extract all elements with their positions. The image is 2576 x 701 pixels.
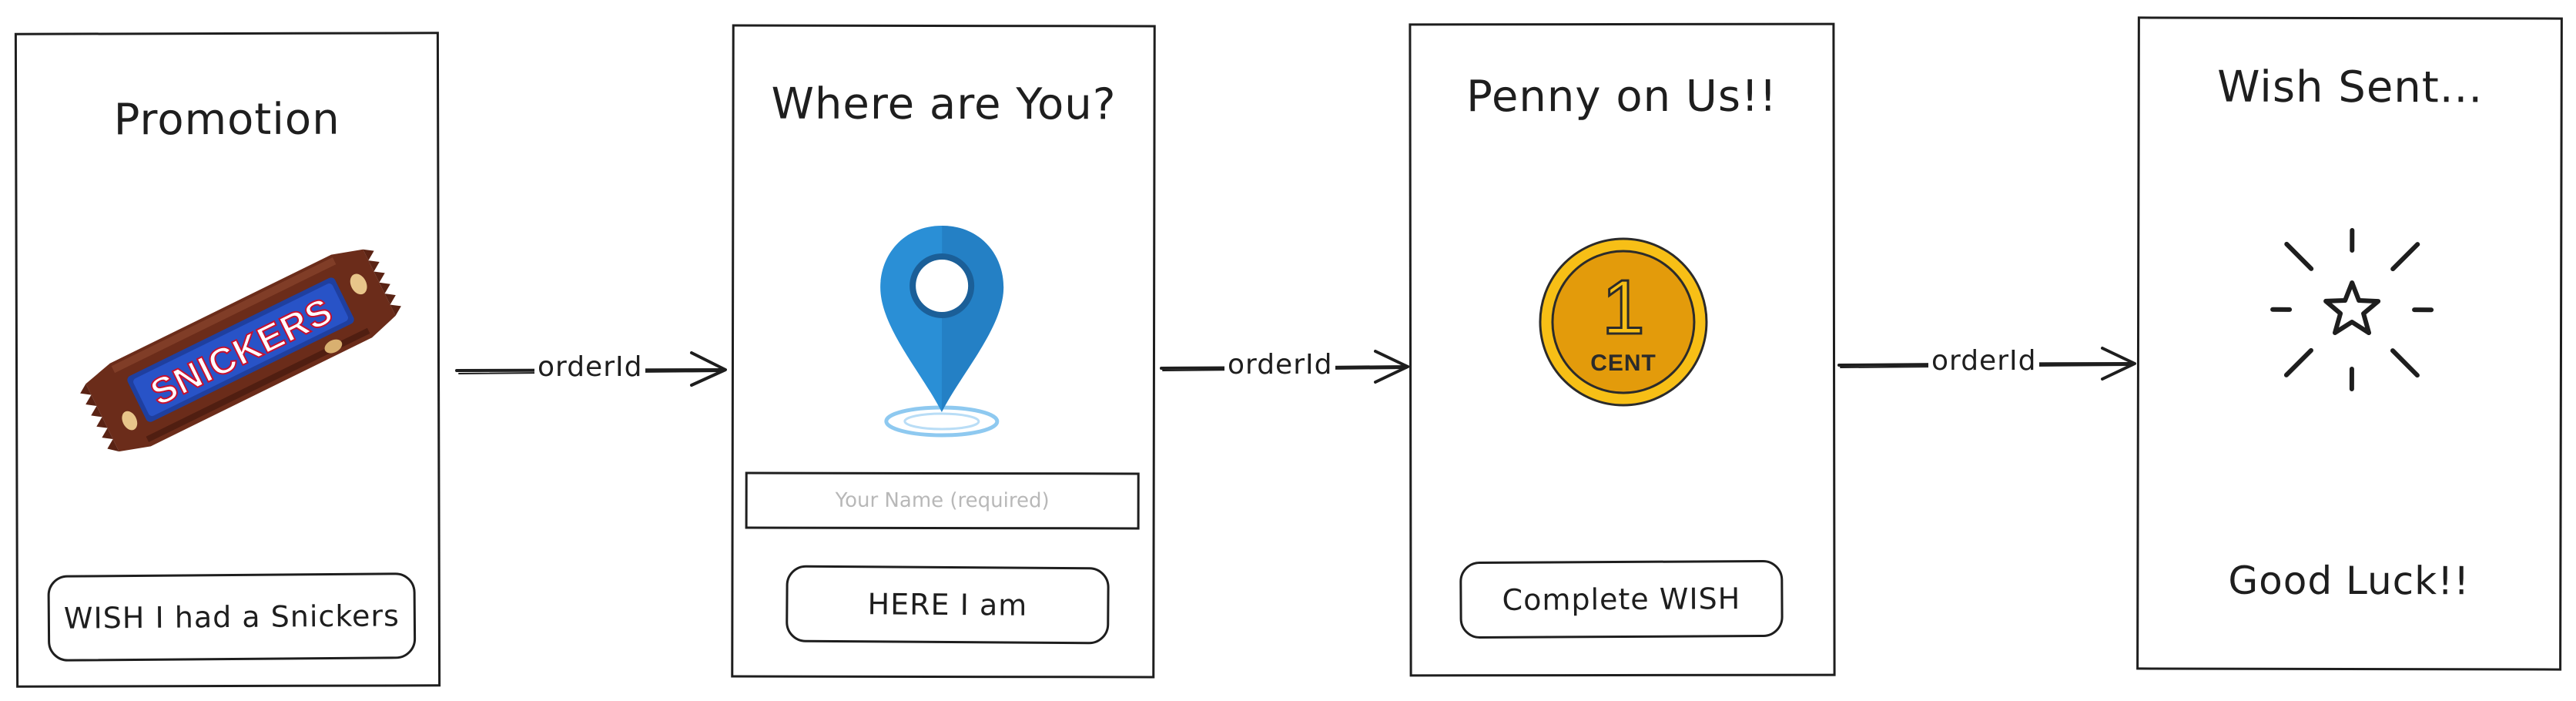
one-cent-coin-image: 1 CENT	[1539, 237, 1708, 407]
complete-wish-button[interactable]: Complete WISH	[1459, 559, 1784, 639]
frame-penny-on-us: Penny on Us!! 1 CENT Complete WISH	[1409, 22, 1836, 677]
frame-title: Promotion	[113, 94, 340, 146]
snickers-bar-image: SNICKERS	[80, 249, 401, 452]
frame-title: Wish Sent...	[2217, 62, 2484, 113]
location-pin-icon	[880, 225, 1004, 438]
frame-wish-sent: Wish Sent... Good Luck!!	[2136, 16, 2563, 671]
sparkle-star-icon	[2270, 228, 2434, 392]
wish-snickers-button[interactable]: WISH I had a Snickers	[47, 572, 417, 662]
arrow-label-orderid: orderId	[534, 352, 646, 383]
coin-unit: CENT	[1590, 350, 1656, 376]
good-luck-text: Good Luck!!	[2228, 558, 2470, 604]
arrow-label-orderid: orderId	[1928, 346, 2040, 377]
here-i-am-button[interactable]: HERE I am	[786, 565, 1110, 645]
coin-number: 1	[1602, 264, 1645, 350]
frame-promotion: Promotion SNICKERS WISH I had a Snickers	[14, 32, 441, 688]
frame-title: Penny on Us!!	[1466, 71, 1777, 122]
arrow-label-orderid: orderId	[1224, 350, 1336, 381]
name-input[interactable]	[745, 471, 1140, 530]
frame-where-are-you: Where are You? HERE I am	[731, 24, 1156, 679]
frame-title: Where are You?	[771, 79, 1117, 130]
